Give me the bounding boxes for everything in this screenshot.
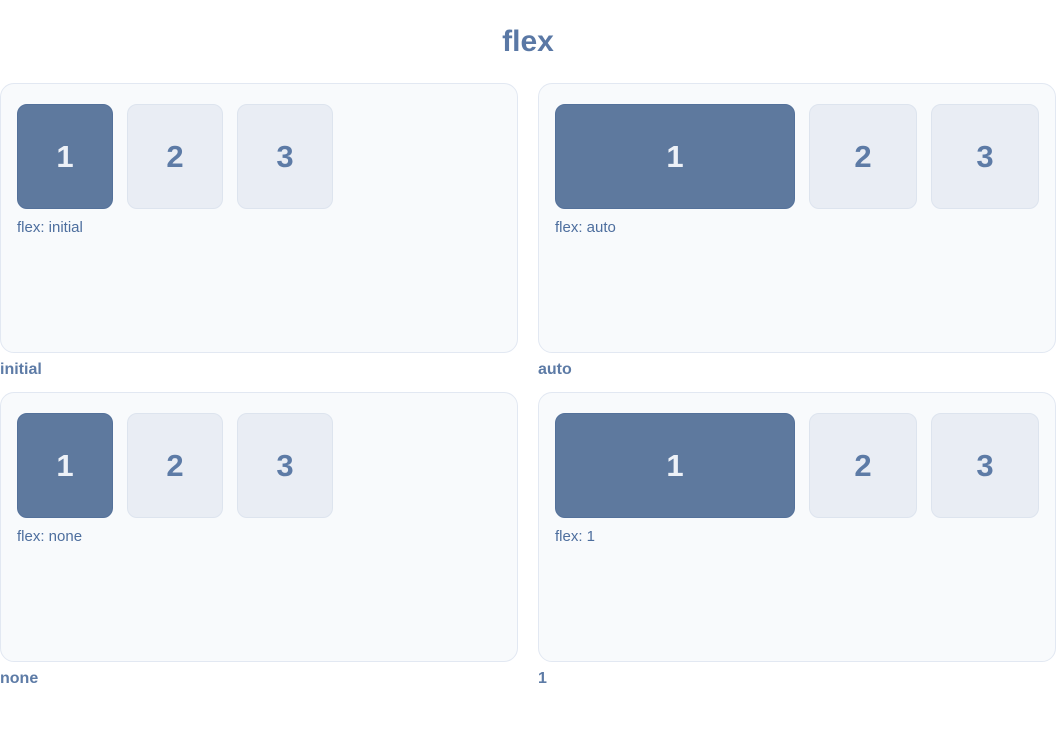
page-title: flex — [502, 25, 554, 59]
flex-item-2: 2 — [127, 104, 223, 210]
panel-caption-none: none — [0, 670, 39, 688]
flex-container: 1 2 3 — [17, 413, 501, 519]
flex-value-label: flex: initial — [17, 219, 83, 237]
flex-item-3: 3 — [237, 104, 333, 210]
panel-caption-initial: initial — [0, 361, 42, 379]
flex-item-1: 1 — [555, 104, 795, 210]
flex-value-label: flex: 1 — [555, 528, 596, 546]
flex-value-label: flex: none — [17, 528, 83, 546]
flex-item-1: 1 — [17, 413, 113, 519]
demo-panel-auto: 1 2 3 flex: auto — [538, 83, 1056, 354]
demo-cell-none: 1 2 3 flex: none none — [0, 392, 518, 688]
flex-container: 1 2 3 — [555, 104, 1039, 210]
flex-item-2: 2 — [809, 413, 917, 519]
flex-value-label: flex: auto — [555, 219, 616, 237]
demo-panel-1: 1 2 3 flex: 1 — [538, 392, 1056, 663]
demo-cell-initial: 1 2 3 flex: initial initial — [0, 83, 518, 379]
flex-item-3: 3 — [931, 104, 1039, 210]
flex-item-2: 2 — [127, 413, 223, 519]
flex-item-3: 3 — [931, 413, 1039, 519]
demo-cell-1: 1 2 3 flex: 1 1 — [538, 392, 1056, 688]
flex-container: 1 2 3 — [555, 413, 1039, 519]
flex-item-2: 2 — [809, 104, 917, 210]
flex-item-3: 3 — [237, 413, 333, 519]
panel-caption-1: 1 — [538, 670, 547, 688]
demo-panel-none: 1 2 3 flex: none — [0, 392, 518, 663]
flex-container: 1 2 3 — [17, 104, 501, 210]
panel-caption-auto: auto — [538, 361, 572, 379]
demo-cell-auto: 1 2 3 flex: auto auto — [538, 83, 1056, 379]
flex-demo-grid: 1 2 3 flex: initial initial 1 2 3 flex: … — [0, 83, 1056, 688]
flex-item-1: 1 — [17, 104, 113, 210]
flex-item-1: 1 — [555, 413, 795, 519]
demo-panel-initial: 1 2 3 flex: initial — [0, 83, 518, 354]
